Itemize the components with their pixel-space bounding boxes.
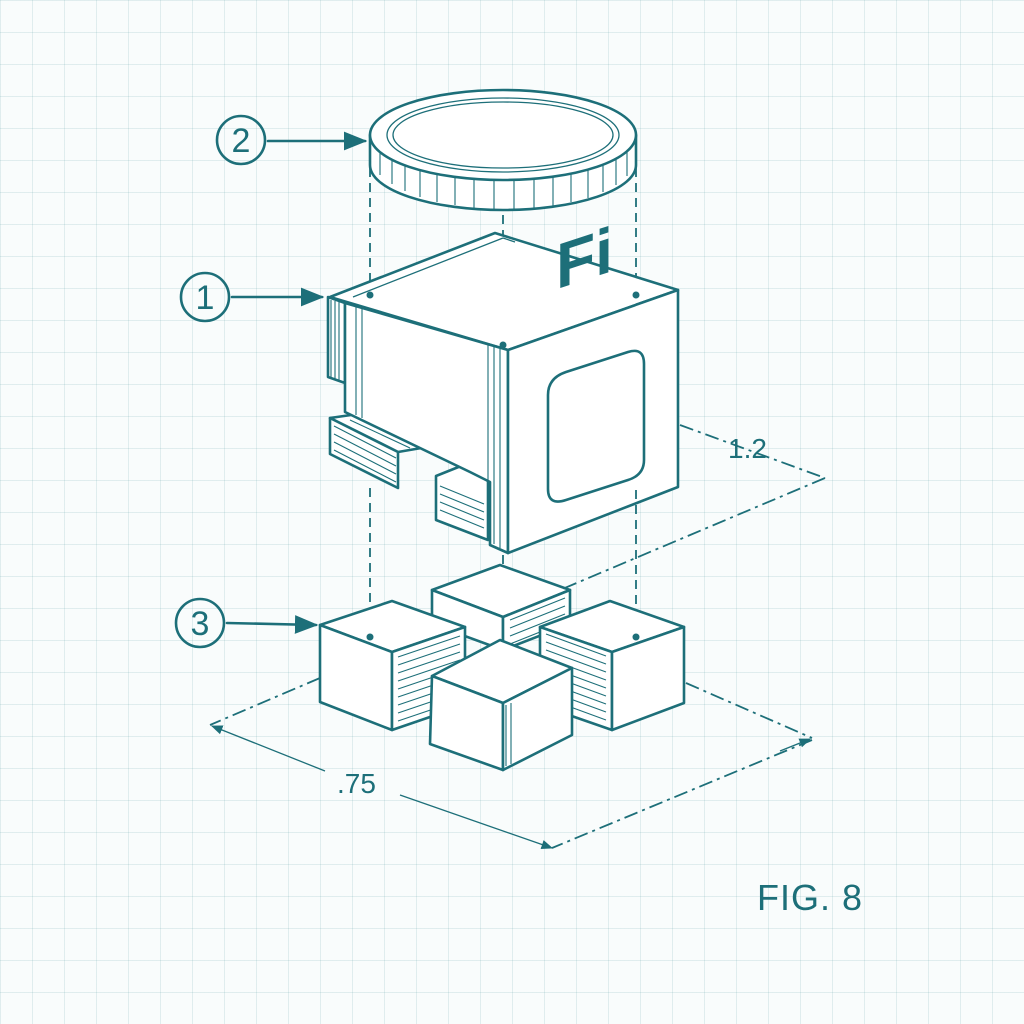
disc-cap-part — [368, 88, 638, 212]
disc-edge-knurling — [379, 150, 628, 209]
callout-1: 1 — [179, 271, 325, 323]
base-cubes-part — [318, 563, 686, 772]
callout-2-number: 2 — [232, 122, 251, 160]
base-cube-front — [428, 638, 574, 772]
callout-1-number: 1 — [196, 279, 215, 317]
base-cube-left — [318, 599, 467, 732]
callout-3: 3 — [174, 597, 319, 649]
base-cube-back — [430, 563, 572, 652]
dimension-width-label: 1.2 — [728, 433, 767, 464]
callout-2: 2 — [215, 114, 368, 166]
main-block-part: Fi — [326, 213, 680, 555]
dimension-width: 1.2 — [559, 424, 826, 591]
dimension-depth-label: .75 — [337, 768, 376, 799]
dimension-depth: .75 — [209, 677, 813, 849]
callout-3-number: 3 — [191, 605, 210, 643]
figure-label: FIG. 8 — [757, 877, 863, 918]
